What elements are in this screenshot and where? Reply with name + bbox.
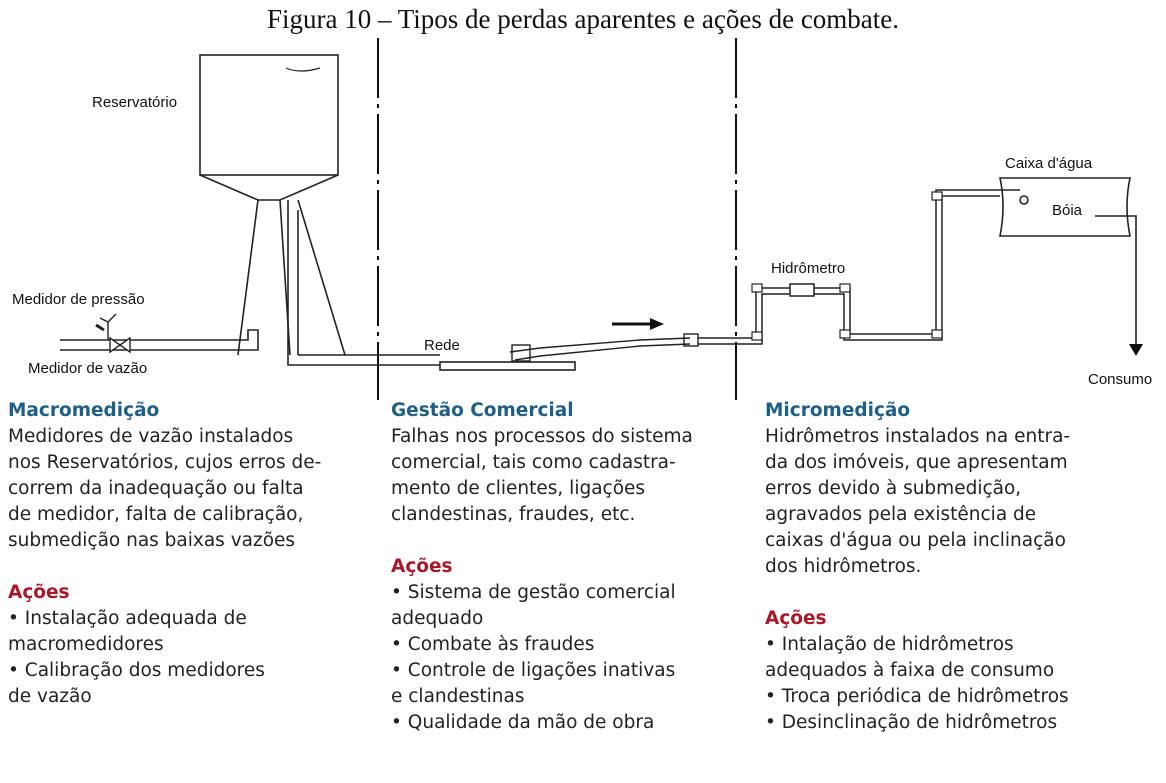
water-system-diagram: Reservatório Medidor de pressão Medidor … bbox=[12, 38, 1152, 400]
label-consumo: Consumo bbox=[1088, 371, 1152, 388]
acoes-heading: Ações bbox=[765, 608, 827, 629]
acoes-line: adequado bbox=[391, 608, 484, 629]
acoes-line: • Controle de ligações inativas bbox=[391, 660, 676, 681]
column-title: Micromedição bbox=[765, 400, 911, 421]
acoes-line: adequados à faixa de consumo bbox=[765, 660, 1055, 681]
description-line: mento de clientes, ligações bbox=[391, 478, 646, 499]
acoes-line: • Intalação de hidrômetros bbox=[765, 634, 1014, 655]
description-line: Hidrômetros instalados na entra- bbox=[765, 426, 1071, 447]
description-line: caixas d'água ou pela inclinação bbox=[765, 530, 1066, 551]
column-micromedicao: Micromedição Hidrômetros instalados na e… bbox=[765, 398, 1160, 736]
acoes-line: • Combate às fraudes bbox=[391, 634, 595, 655]
description-line: dos hidrômetros. bbox=[765, 556, 922, 577]
acoes-line: de vazão bbox=[8, 686, 92, 707]
house-connection-pipe bbox=[698, 189, 1000, 345]
acoes-line: • Desinclinação de hidrômetros bbox=[765, 712, 1058, 733]
acoes-list: • Instalação adequada de macromedidores … bbox=[8, 606, 358, 710]
description-line: agravados pela existência de bbox=[765, 504, 1037, 525]
flow-direction-arrow bbox=[612, 318, 664, 330]
description-line: Falhas nos processos do sistema bbox=[391, 426, 693, 447]
acoes-line: • Instalação adequada de bbox=[8, 608, 247, 629]
acoes-line: • Calibração dos medidores bbox=[8, 660, 265, 681]
description-line: erros devido à submedição, bbox=[765, 478, 1022, 499]
acoes-heading: Ações bbox=[8, 582, 70, 603]
label-hidrometro: Hidrômetro bbox=[771, 260, 845, 277]
column-macromedicao: Macromedição Medidores de vazão instalad… bbox=[8, 398, 358, 710]
acoes-line: • Qualidade da mão de obra bbox=[391, 712, 655, 733]
pipe-joints bbox=[751, 191, 943, 341]
column-title: Macromedição bbox=[8, 400, 160, 421]
acoes-heading: Ações bbox=[391, 556, 453, 577]
description-line: clandestinas, fraudes, etc. bbox=[391, 504, 636, 525]
label-reservatorio: Reservatório bbox=[92, 94, 177, 111]
network-pipe bbox=[509, 333, 699, 362]
description-line: Medidores de vazão instalados bbox=[8, 426, 294, 447]
acoes-list: • Sistema de gestão comercial adequado •… bbox=[391, 580, 731, 736]
label-medidor-vazao: Medidor de vazão bbox=[28, 360, 147, 377]
pressure-gauge-icon bbox=[95, 313, 117, 340]
flow-valve-icon bbox=[109, 336, 131, 354]
hydrometer-icon bbox=[789, 283, 815, 297]
column-description: Falhas nos processos do sistema comercia… bbox=[391, 424, 731, 528]
figure-caption: Figura 10 – Tipos de perdas aparentes e … bbox=[266, 4, 900, 34]
column-description: Medidores de vazão instalados nos Reserv… bbox=[8, 424, 358, 554]
column-description: Hidrômetros instalados na entra- da dos … bbox=[765, 424, 1160, 580]
reservoir-icon bbox=[199, 54, 346, 356]
acoes-line: e clandestinas bbox=[391, 686, 525, 707]
description-line: da dos imóveis, que apresentam bbox=[765, 452, 1068, 473]
reservoir-piping bbox=[60, 329, 576, 371]
column-gestao-comercial: Gestão Comercial Falhas nos processos do… bbox=[391, 398, 731, 736]
description-line: submedição nas baixas vazões bbox=[8, 530, 296, 551]
column-title: Gestão Comercial bbox=[391, 400, 574, 421]
description-line: de medidor, falta de calibração, bbox=[8, 504, 304, 525]
water-box-icon bbox=[999, 177, 1137, 350]
description-line: correm da inadequação ou falta bbox=[8, 478, 304, 499]
acoes-line: macromedidores bbox=[8, 634, 164, 655]
acoes-list: • Intalação de hidrômetros adequados à f… bbox=[765, 632, 1160, 736]
label-boia: Bóia bbox=[1052, 202, 1083, 219]
label-caixa-dagua: Caixa d'água bbox=[1005, 155, 1093, 172]
label-rede: Rede bbox=[424, 337, 460, 354]
label-medidor-pressao: Medidor de pressão bbox=[12, 291, 145, 308]
acoes-line: • Sistema de gestão comercial bbox=[391, 582, 676, 603]
consumo-arrow bbox=[1129, 344, 1143, 356]
description-line: comercial, tais como cadastra- bbox=[391, 452, 676, 473]
acoes-line: • Troca periódica de hidrômetros bbox=[765, 686, 1069, 707]
description-line: nos Reservatórios, cujos erros de- bbox=[8, 452, 322, 473]
